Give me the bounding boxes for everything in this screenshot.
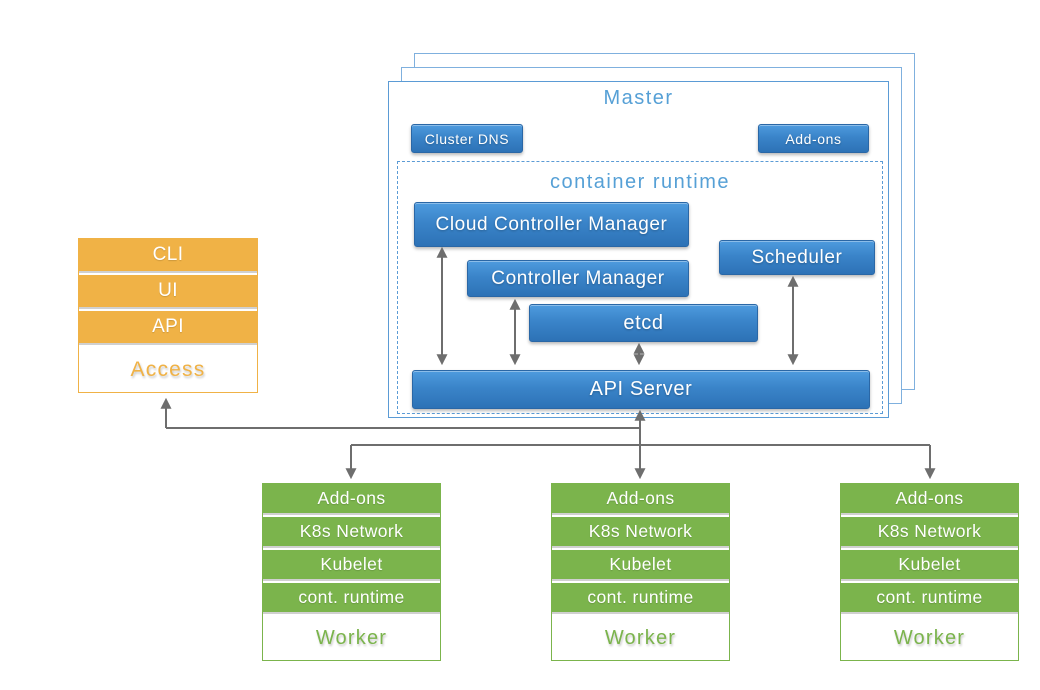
worker-node-1: Add-ons K8s Network Kubelet cont. runtim… — [262, 483, 441, 661]
worker-row-cont-runtime: cont. runtime — [552, 583, 729, 612]
api-server-box: API Server — [412, 370, 870, 409]
worker-row-kubelet: Kubelet — [841, 550, 1018, 579]
worker-row-cont-runtime: cont. runtime — [263, 583, 440, 612]
worker-row-k8s-network: K8s Network — [263, 517, 440, 546]
etcd-box: etcd — [529, 304, 758, 342]
worker-row-k8s-network: K8s Network — [552, 517, 729, 546]
cloud-controller-manager-box: Cloud Controller Manager — [414, 202, 689, 247]
access-stack: CLI UI API Access — [78, 238, 258, 393]
worker-node-2: Add-ons K8s Network Kubelet cont. runtim… — [551, 483, 730, 661]
worker-row-addons: Add-ons — [841, 484, 1018, 513]
access-row-api: API — [79, 311, 257, 343]
worker-label: Worker — [552, 616, 729, 660]
worker-row-kubelet: Kubelet — [552, 550, 729, 579]
container-runtime-title: container runtime — [549, 171, 731, 193]
access-row-ui: UI — [79, 275, 257, 307]
controller-manager-box: Controller Manager — [467, 260, 689, 297]
worker-label: Worker — [263, 616, 440, 660]
worker-node-3: Add-ons K8s Network Kubelet cont. runtim… — [840, 483, 1019, 661]
worker-row-addons: Add-ons — [552, 484, 729, 513]
scheduler-box: Scheduler — [719, 240, 875, 275]
worker-row-addons: Add-ons — [263, 484, 440, 513]
worker-row-kubelet: Kubelet — [263, 550, 440, 579]
container-runtime-box: container runtime Cloud Controller Manag… — [397, 161, 883, 414]
master-addons-box: Add-ons — [758, 124, 869, 153]
cluster-dns-box: Cluster DNS — [411, 124, 523, 153]
worker-label: Worker — [841, 616, 1018, 660]
access-label: Access — [79, 347, 257, 392]
access-row-cli: CLI — [79, 239, 257, 271]
worker-row-k8s-network: K8s Network — [841, 517, 1018, 546]
master-title: Master — [603, 87, 674, 109]
master-node-box: Master Cluster DNS Add-ons container run… — [388, 81, 889, 418]
worker-row-cont-runtime: cont. runtime — [841, 583, 1018, 612]
